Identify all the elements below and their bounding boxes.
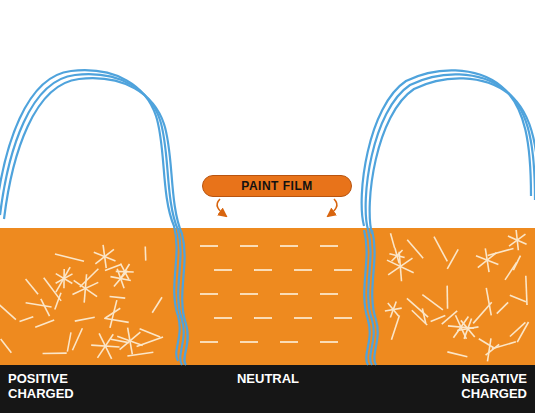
fiber bbox=[41, 299, 50, 316]
fiber bbox=[200, 341, 218, 343]
fiber bbox=[280, 245, 298, 247]
fiber bbox=[448, 326, 474, 328]
fiber-texture bbox=[0, 230, 529, 361]
fiber bbox=[26, 279, 38, 294]
fiber bbox=[294, 317, 312, 319]
fiber bbox=[94, 252, 116, 261]
fiber bbox=[391, 315, 399, 339]
fiber bbox=[200, 245, 218, 247]
fiber bbox=[447, 352, 467, 357]
paint-film-right bbox=[362, 70, 535, 365]
fiber bbox=[399, 252, 401, 281]
fiber bbox=[434, 237, 447, 262]
fiber bbox=[144, 247, 146, 261]
fiber bbox=[320, 341, 338, 343]
fiber bbox=[72, 282, 98, 294]
fiber bbox=[422, 295, 443, 310]
fiber bbox=[200, 293, 218, 295]
fiber bbox=[254, 269, 272, 271]
fiber bbox=[280, 293, 298, 295]
substrate-band bbox=[0, 228, 535, 366]
fiber bbox=[127, 352, 153, 356]
fiber bbox=[510, 295, 526, 302]
fiber bbox=[152, 297, 162, 312]
fiber bbox=[110, 296, 126, 298]
fiber bbox=[0, 302, 16, 319]
fiber bbox=[240, 245, 258, 247]
fiber bbox=[214, 269, 232, 271]
paint-film-left bbox=[0, 70, 188, 365]
fiber bbox=[446, 286, 448, 309]
fiber bbox=[56, 267, 70, 292]
fiber bbox=[510, 322, 525, 336]
fiber bbox=[97, 334, 113, 358]
charge-label: POSITIVE CHARGED bbox=[8, 372, 118, 402]
fiber bbox=[280, 341, 298, 343]
fiber bbox=[442, 311, 457, 324]
callout-pill: PAINT FILM bbox=[202, 175, 352, 197]
fiber bbox=[104, 318, 129, 322]
fiber bbox=[72, 328, 82, 350]
fiber bbox=[254, 317, 272, 319]
fiber bbox=[55, 254, 84, 261]
fiber bbox=[20, 317, 34, 322]
fiber bbox=[412, 310, 427, 325]
charge-label: NEUTRAL bbox=[218, 372, 318, 387]
fiber bbox=[1, 339, 12, 353]
fiber bbox=[334, 317, 352, 319]
fiber bbox=[407, 240, 423, 258]
fiber bbox=[390, 233, 394, 248]
pointer-arrow bbox=[328, 199, 337, 216]
fiber bbox=[488, 248, 514, 255]
fiber bbox=[447, 249, 458, 268]
fiber bbox=[35, 320, 54, 327]
fiber bbox=[240, 293, 258, 295]
fiber bbox=[137, 337, 164, 346]
fiber bbox=[517, 322, 528, 342]
base-bar bbox=[0, 365, 535, 413]
fiber bbox=[497, 302, 508, 313]
fiber bbox=[390, 302, 396, 318]
fiber bbox=[392, 250, 403, 261]
fiber bbox=[240, 341, 258, 343]
fiber bbox=[505, 262, 517, 279]
fiber bbox=[110, 300, 117, 328]
fiber bbox=[320, 293, 338, 295]
fiber bbox=[294, 269, 312, 271]
fiber bbox=[431, 316, 446, 322]
fiber bbox=[320, 245, 338, 247]
callout-text: PAINT FILM bbox=[241, 179, 312, 193]
fiber bbox=[487, 338, 491, 361]
fiber bbox=[407, 298, 428, 317]
fiber bbox=[526, 276, 527, 305]
fiber bbox=[67, 332, 71, 351]
fiber bbox=[43, 352, 67, 354]
fiber bbox=[75, 317, 95, 321]
fiber bbox=[486, 288, 491, 316]
fiber bbox=[140, 329, 161, 337]
pointer-arrow bbox=[217, 199, 226, 216]
fiber bbox=[509, 234, 525, 246]
fiber bbox=[117, 269, 124, 289]
fiber bbox=[478, 253, 497, 268]
fiber bbox=[214, 317, 232, 319]
fiber bbox=[105, 264, 122, 270]
fiber bbox=[55, 293, 61, 310]
fiber bbox=[334, 269, 352, 271]
charge-label: NEGATIVE CHARGED bbox=[417, 372, 527, 402]
fiber bbox=[26, 303, 52, 307]
